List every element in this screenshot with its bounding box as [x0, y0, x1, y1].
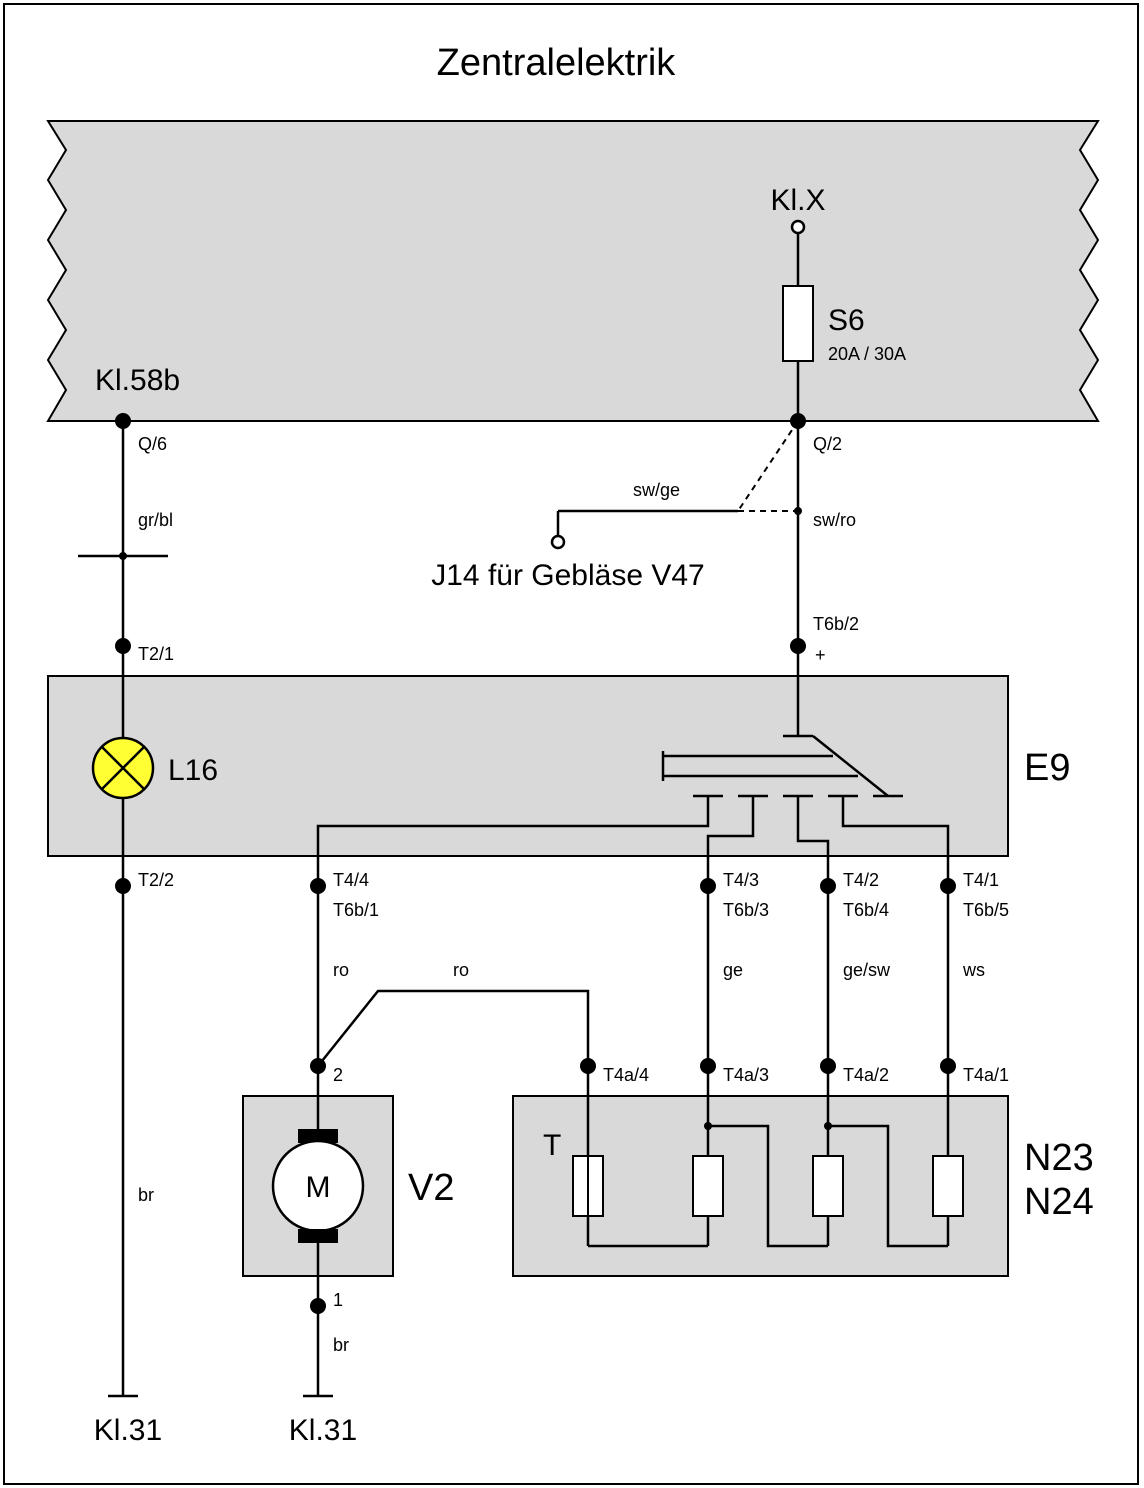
resistor-network [572, 1066, 964, 1248]
label-t4-2: T4/2 [843, 870, 879, 890]
fuse-s6 [782, 285, 814, 362]
v2-label: V2 [408, 1167, 454, 1209]
n24-label: N24 [1024, 1181, 1094, 1223]
central-electrics-panel [46, 120, 1100, 422]
wire-br-right: br [333, 1335, 349, 1355]
wire-swro: sw/ro [813, 510, 856, 530]
diagram-title: Zentralelektrik [437, 42, 677, 84]
label-t6b-4: T6b/4 [843, 900, 889, 920]
l16-label: L16 [168, 754, 218, 787]
wire-gesw: ge/sw [843, 960, 891, 980]
wire-br-left: br [138, 1185, 154, 1205]
wire-ro-2: ro [453, 960, 469, 980]
j14-label: J14 für Gebläse V47 [431, 559, 705, 592]
fuse-rating: 20A / 30A [828, 344, 906, 364]
ground-right-label: Kl.31 [289, 1414, 357, 1447]
label-q6: Q/6 [138, 434, 167, 454]
wire-ge: ge [723, 960, 743, 980]
label-t4a-4: T4a/4 [603, 1065, 649, 1085]
dashed-link-diagonal [737, 420, 799, 512]
label-plus: + [815, 645, 826, 665]
e9-label: E9 [1024, 747, 1070, 789]
label-t4-4: T4/4 [333, 870, 369, 890]
n23-label: N23 [1024, 1137, 1094, 1179]
label-t4a-2: T4a/2 [843, 1065, 889, 1085]
label-t6b-3: T6b/3 [723, 900, 769, 920]
label-t2-1: T2/1 [138, 644, 174, 664]
kl58b-label: Kl.58b [95, 364, 180, 397]
fuse-name: S6 [828, 304, 865, 337]
label-q2: Q/2 [813, 434, 842, 454]
wire-grbl: gr/bl [138, 510, 173, 530]
wire-ro-1: ro [333, 960, 349, 980]
label-t4-3: T4/3 [723, 870, 759, 890]
connector-v2-pin1 [310, 1298, 326, 1314]
motor-symbol: M [306, 1171, 331, 1204]
klx-terminal [790, 219, 806, 235]
label-t4-1: T4/1 [963, 870, 999, 890]
label-v2-pin2: 2 [333, 1065, 343, 1085]
label-t6b-5: T6b/5 [963, 900, 1009, 920]
label-t4a-1: T4a/1 [963, 1065, 1009, 1085]
label-t4a-3: T4a/3 [723, 1065, 769, 1085]
label-t6b-1: T6b/1 [333, 900, 379, 920]
wire-swge: sw/ge [633, 480, 680, 500]
label-v2-pin1: 1 [333, 1290, 343, 1310]
ground-left-label: Kl.31 [94, 1414, 162, 1447]
thermal-fuse-label: T [543, 1129, 561, 1162]
motor-brush-top [298, 1129, 338, 1143]
label-t2-2: T2/2 [138, 870, 174, 890]
klx-label: Kl.X [770, 184, 825, 217]
label-t6b-2: T6b/2 [813, 614, 859, 634]
wire-ws: ws [962, 960, 985, 980]
j14-terminal [550, 534, 566, 550]
rotary-switch-symbol [316, 646, 950, 886]
motor-brush-bottom [298, 1229, 338, 1243]
